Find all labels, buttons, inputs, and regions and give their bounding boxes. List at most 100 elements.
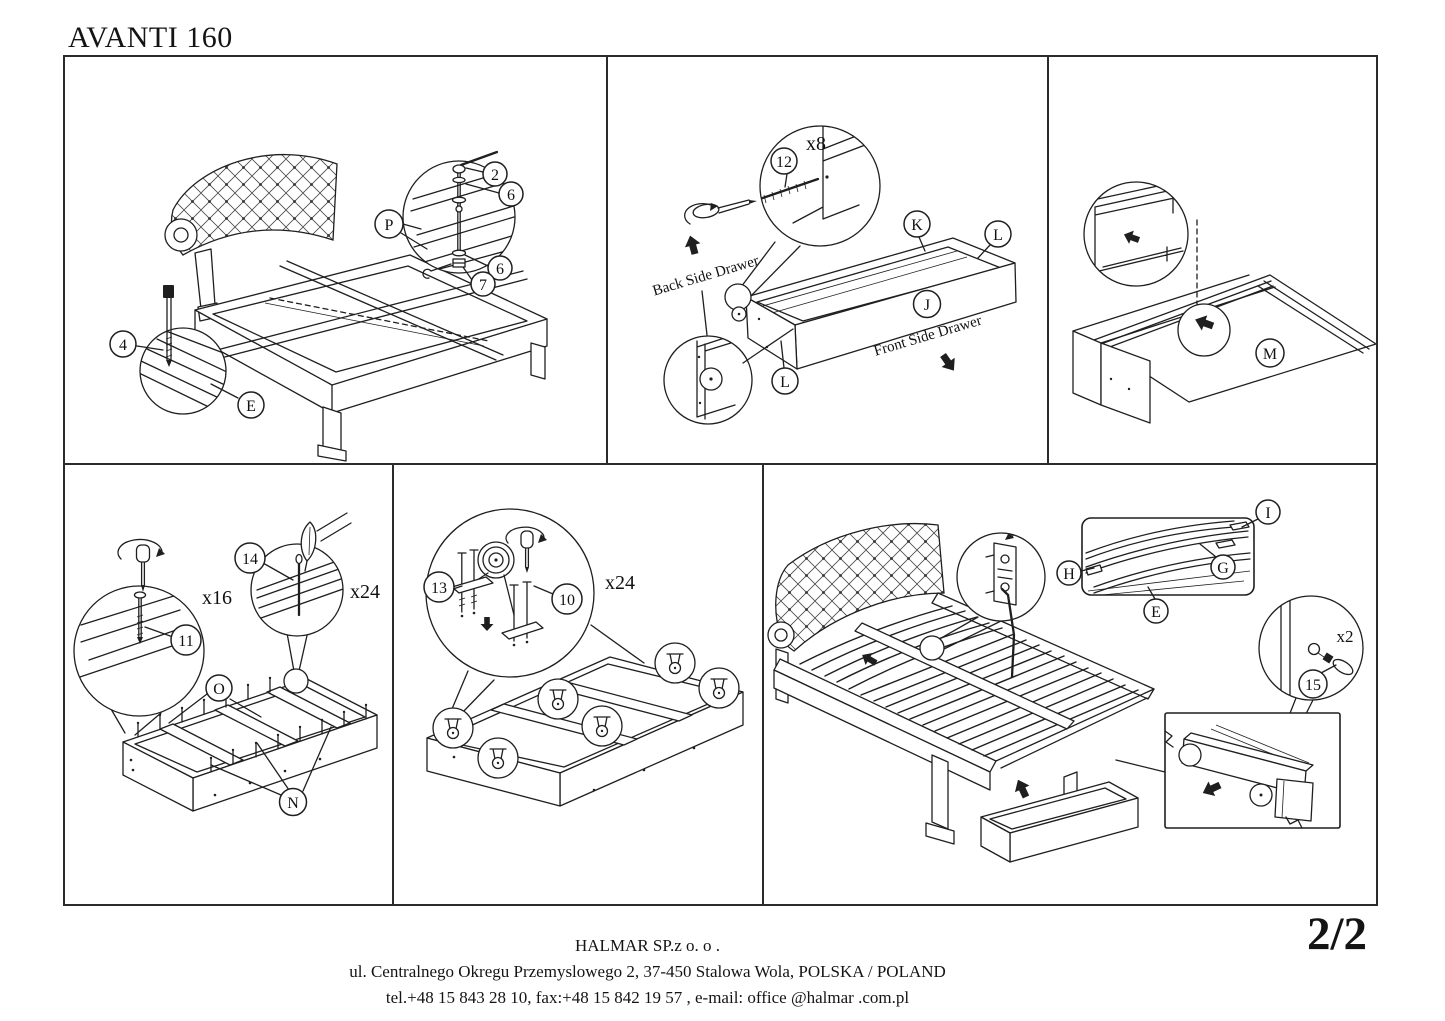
svg-text:7: 7 [479, 277, 487, 294]
callout-G: G [1199, 543, 1236, 580]
svg-text:L: L [780, 374, 790, 391]
screwdriver-icon [684, 199, 757, 225]
allen-key-icon [1000, 587, 1016, 679]
svg-text:2: 2 [491, 167, 499, 184]
svg-text:E: E [1151, 604, 1161, 621]
grid-divider-bot-1 [392, 463, 394, 906]
dowel-icon [300, 512, 352, 572]
svg-text:14: 14 [242, 551, 258, 568]
callout-4: 4 [109, 330, 164, 358]
grid-divider-top-2 [1047, 55, 1049, 464]
svg-text:4: 4 [119, 337, 127, 354]
callout-M: M [1255, 338, 1285, 368]
grid-divider-top-1 [606, 55, 608, 464]
insert-arrow-icon [1195, 315, 1215, 331]
svg-text:M: M [1263, 346, 1277, 363]
panel-slat-base-wheels: 13 10 x24 [394, 465, 762, 904]
panel-frame-assembly: P 2 6 6 7 4 E [65, 57, 605, 462]
pin-detail-circle [250, 543, 344, 694]
svg-text:K: K [911, 217, 923, 234]
svg-text:N: N [287, 795, 299, 812]
grid-border-top [63, 55, 1378, 57]
bolt [163, 285, 174, 367]
down-arrow-icon [480, 617, 494, 631]
callout-K: K [903, 210, 931, 252]
panel-slat-base-pins: x16 11 14 x24 O [65, 465, 391, 904]
slat-detail-inset: I G H E [1056, 499, 1281, 624]
callout-10: 10 [533, 583, 583, 615]
rail-detail-inset [1164, 712, 1341, 829]
screwdriver-icon [117, 538, 165, 592]
slat-base-pins-drawing: x16 11 14 x24 O [73, 512, 380, 817]
right-leg [530, 342, 546, 380]
svg-text:L: L [993, 227, 1003, 244]
screw-detail-circle: x8 12 [740, 125, 881, 301]
callout-P: P [374, 209, 428, 250]
footer-contact: tel.+48 15 843 28 10, fax:+48 15 842 19 … [385, 988, 910, 1007]
panel-drawer-bottom: M [1049, 57, 1377, 462]
callout-12: 12 [770, 147, 798, 188]
quantity-x16: x16 [202, 587, 232, 609]
callout-6b: 6 [464, 254, 513, 281]
rail-bolt-detail-circle [402, 150, 516, 279]
svg-text:11: 11 [178, 633, 193, 650]
front-leg [931, 754, 949, 830]
footer: HALMAR SP.z o. o . ul. Centralnego Okreg… [180, 933, 1115, 1011]
callout-13: 13 [423, 571, 463, 603]
callout-O: O [168, 674, 262, 724]
svg-text:12: 12 [776, 154, 792, 171]
drawer-bottom-drawing: M [1072, 181, 1377, 424]
tufted-headboard [775, 522, 945, 652]
svg-text:6: 6 [507, 187, 515, 204]
quantity-x24: x24 [605, 572, 635, 594]
screwdriver-icon [505, 526, 547, 573]
slat-base-wheels-drawing: 13 10 x24 [423, 508, 744, 807]
callout-N: N [210, 726, 332, 817]
drawer-assembly-drawing: x8 12 [651, 125, 1017, 425]
callout-11: 11 [170, 624, 202, 656]
down-arrow-icon [940, 352, 955, 371]
svg-text:E: E [246, 398, 256, 415]
grid-border-left [63, 55, 65, 906]
slide-direction-circle [1177, 303, 1231, 357]
headboard-leg [194, 248, 216, 310]
grid-border-bottom [63, 904, 1378, 906]
callout-L1: L [977, 220, 1012, 259]
drawer-box [745, 237, 1017, 370]
cross-support-rails [212, 260, 528, 361]
screw-detail-circle [73, 585, 205, 736]
up-arrow-icon [684, 235, 701, 255]
callout-6a: 6 [465, 181, 524, 207]
grid-divider-middle [63, 463, 1378, 465]
headboard-scroll [164, 218, 198, 252]
groove-detail-circle [1083, 181, 1189, 287]
quantity-x2: x2 [1337, 627, 1354, 646]
groove-arrow-icon [1123, 230, 1141, 244]
bracket-detail-circle [919, 532, 1046, 679]
final-assembly-drawing: I G H E x2 [767, 499, 1364, 863]
svg-text:G: G [1217, 560, 1229, 577]
svg-text:10: 10 [559, 592, 575, 609]
footer-address: ul. Centralnego Okregu Przemyslowego 2, … [349, 962, 946, 981]
drawer-under-bed [980, 779, 1139, 863]
footer-company: HALMAR SP.z o. o . [575, 936, 720, 955]
quantity-x24: x24 [350, 581, 380, 603]
wrench-icon [422, 263, 452, 279]
slide-out-arrow-icon [1202, 781, 1222, 797]
screw [760, 177, 820, 202]
callout-E: E [1143, 586, 1169, 624]
callout-J: J [912, 289, 942, 319]
center-rail [854, 622, 1075, 730]
svg-text:I: I [1265, 505, 1270, 522]
panel-final-assembly: I G H E x2 [764, 465, 1376, 904]
slide-in-arrow-icon [1014, 779, 1030, 799]
page-number: 2/2 [1306, 908, 1368, 960]
slat-arrow-icon [862, 652, 878, 666]
callout-H: H [1056, 560, 1095, 586]
callout-I: I [1241, 499, 1281, 528]
grid-border-right [1376, 55, 1378, 906]
corner-detail-circle [663, 283, 794, 425]
callout-7: 7 [462, 266, 496, 297]
svg-text:13: 13 [431, 580, 447, 597]
